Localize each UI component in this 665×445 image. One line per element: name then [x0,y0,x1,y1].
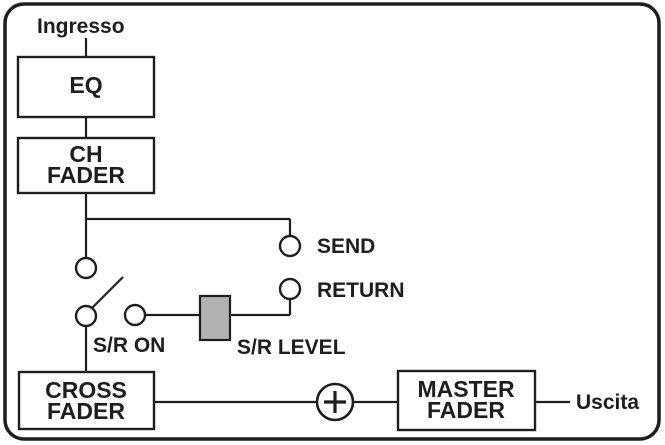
diagram-border [3,2,661,441]
ch-fader-block [16,136,156,195]
cross-fader-label-line1: CROSS [45,377,127,403]
input-label: Ingresso [37,15,125,38]
output-label: Uscita [576,391,639,414]
switch-contact-right-icon [123,303,147,327]
eq-block [16,55,156,119]
master-fader-block [396,369,537,432]
switch-arm [90,276,124,310]
level-label: S/R LEVEL [237,336,346,359]
ch-fader-label-line1: CH [69,141,102,167]
switch-contact-top-icon [74,256,98,280]
send-jack-icon [278,234,302,258]
eq-label: EQ [69,72,102,98]
master-fader-label-line2: FADER [427,397,505,423]
return-jack-icon [278,277,302,301]
switch-pivot-icon [74,304,98,328]
send-label: SEND [317,235,375,258]
level-box-icon [198,294,232,342]
cross-fader-block [17,370,156,431]
cross-fader-label-line2: FADER [47,398,125,424]
ch-fader-label-line2: FADER [47,162,125,188]
master-fader-label-line1: MASTER [417,376,515,402]
switch-label: S/R ON [93,334,165,357]
return-label: RETURN [317,279,405,302]
